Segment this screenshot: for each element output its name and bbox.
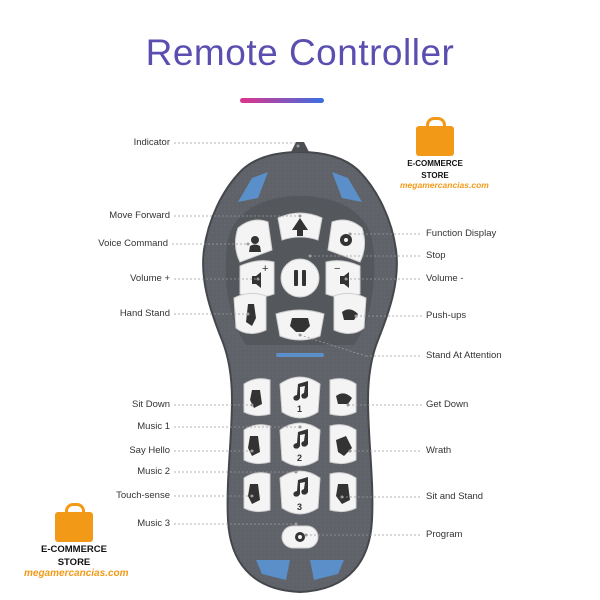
label-volume-minus: Volume -	[426, 273, 464, 284]
volume-plus-sign: +	[262, 263, 268, 275]
label-music-2: Music 2	[137, 466, 170, 477]
right-light-bar	[332, 172, 362, 202]
dog-lying-icon	[336, 393, 352, 404]
logo-brand-line2: STORE	[421, 171, 449, 180]
label-voice-command: Voice Command	[98, 238, 168, 249]
label-stop: Stop	[426, 250, 446, 261]
left-light-bar	[238, 172, 268, 202]
title-underline	[240, 98, 324, 103]
label-stand-at-attention: Stand At Attention	[426, 350, 502, 361]
label-music-3: Music 3	[137, 518, 170, 529]
music-1-number: 1	[297, 404, 302, 414]
dog-standing-icon	[290, 318, 310, 332]
label-function-display: Function Display	[426, 228, 497, 239]
volume-minus-sign: −	[334, 263, 340, 275]
label-indicator: Indicator	[133, 137, 170, 148]
label-hand-stand: Hand Stand	[119, 308, 170, 319]
pause-icon	[294, 270, 298, 286]
shopping-bag-icon	[55, 503, 93, 542]
music-2-number: 2	[297, 453, 302, 463]
label-wrath: Wrath	[426, 445, 452, 456]
dog-angry-icon	[336, 436, 352, 456]
store-logo-bottom: E-COMMERCE STORE megamercancias.com	[24, 503, 129, 579]
shopping-bag-icon	[416, 117, 454, 156]
head-icon	[251, 236, 259, 244]
dog-touch-icon	[248, 484, 260, 504]
label-volume-plus: Volume +	[130, 273, 170, 284]
label-touch-sense: Touch-sense	[116, 490, 170, 501]
dog-handstand-icon	[246, 304, 256, 326]
music-note-icon	[293, 381, 308, 401]
music-note-icon	[293, 429, 308, 449]
label-move-forward: Move Forward	[109, 210, 170, 221]
label-sit-down: Sit Down	[131, 399, 170, 410]
store-logo-top: E-COMMERCE STORE megamercancias.com	[400, 117, 489, 190]
arrow-up-icon	[292, 218, 308, 236]
separator-light	[276, 353, 324, 357]
logo-url: megamercancias.com	[24, 568, 129, 579]
stop-button	[280, 258, 320, 298]
page-title: Remote Controller	[145, 32, 455, 73]
logo-brand-line1: E-COMMERCE	[407, 159, 463, 168]
label-sit-and-stand: Sit and Stand	[426, 491, 484, 502]
label-music-1: Music 1	[137, 421, 170, 432]
label-push-ups: Push-ups	[426, 310, 467, 321]
logo-url: megamercancias.com	[400, 180, 489, 190]
label-get-down: Get Down	[426, 399, 469, 410]
logo-brand-line1: E-COMMERCE	[41, 544, 107, 555]
music-3-number: 3	[297, 502, 302, 512]
speaker-icon	[252, 272, 261, 288]
label-program: Program	[426, 529, 463, 540]
music-note-icon	[293, 477, 308, 497]
logo-brand-line2: STORE	[57, 557, 91, 568]
dog-sitting-icon	[250, 390, 262, 408]
dog-sit-stand-icon	[336, 484, 350, 504]
label-say-hello: Say Hello	[129, 445, 170, 456]
speaker-icon	[340, 272, 349, 288]
dog-pushup-icon	[342, 309, 358, 320]
